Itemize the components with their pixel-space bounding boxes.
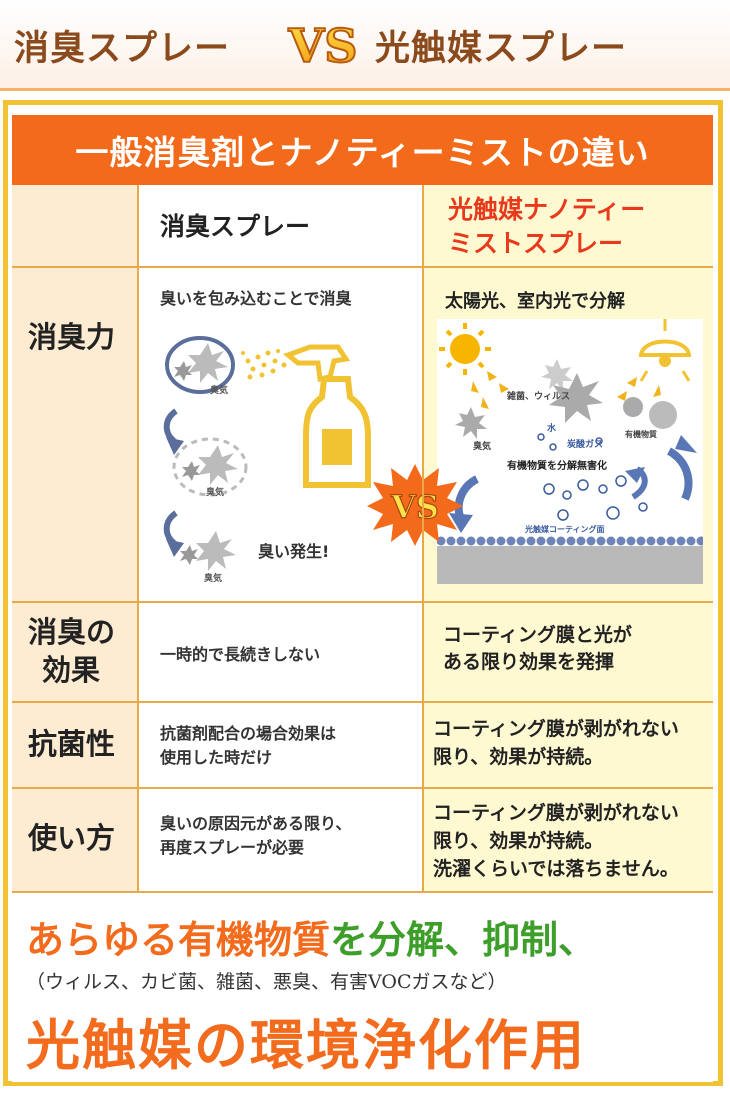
bottom-line1-green: を分解、抑制、 — [330, 917, 597, 962]
row2-right-cell: コーティング膜と光が ある限り効果を発揮 — [423, 602, 713, 702]
row4-right-cell: コーティング膜が剥がれない 限り、効果が持続。 洗濯くらいでは落ちません。 — [423, 788, 713, 892]
bottom-callout: あらゆる有機物質を分解、抑制、 （ウィルス、カビ菌、雑菌、悪臭、有害VOCガスな… — [12, 897, 713, 1082]
bottom-line3: 光触媒の環境浄化作用 — [26, 1013, 586, 1077]
banner-left-title: 消臭スプレー — [14, 29, 231, 69]
row2-label-cell: 消臭の 効果 — [12, 602, 138, 702]
organic-label: 有機物質 — [625, 429, 657, 439]
top-banner: 消臭スプレー VS 光触媒スプレー — [0, 0, 730, 88]
header-label-cell — [12, 185, 138, 267]
spray-illustration: 臭気 臭気 臭気 臭い発生! — [163, 336, 371, 584]
odor-label-1: 臭気 — [210, 384, 228, 396]
bottom-line1: あらゆる有機物質を分解、抑制、 — [26, 909, 596, 964]
row3-label: 抗菌性 — [28, 727, 116, 761]
row4-mid-1: 臭いの原因元がある限り、 — [160, 814, 352, 833]
grid-hline-1 — [12, 266, 713, 268]
decompose-label: 有機物質を分解無害化 — [507, 459, 607, 472]
row1-right-cell: 太陽光、室内光で分解 — [423, 267, 713, 602]
row4-label-cell: 使い方 — [12, 788, 138, 892]
lamp-icon — [638, 319, 692, 382]
grid-hline-5 — [12, 891, 713, 893]
banner-right-title: 光触媒スプレー — [375, 29, 628, 69]
row1-label-cell: 消臭力 — [12, 267, 138, 602]
col-right-title-2: ミストスプレー — [448, 229, 624, 258]
banner-divider — [0, 88, 730, 91]
col-mid-title: 消臭スプレー — [160, 212, 311, 241]
odor-label-2: 臭気 — [206, 486, 224, 498]
row4-right-3: 洗濯くらいでは落ちません。 — [433, 858, 679, 880]
banner-vs-text: VS — [288, 19, 358, 73]
center-vs-icon: VS — [367, 464, 463, 546]
row3-mid-1: 抗菌剤配合の場合効果は — [160, 724, 337, 743]
bottom-line2: （ウィルス、カビ菌、雑菌、悪臭、有害VOCガスなど） — [26, 971, 507, 993]
row2-right-1: コーティング膜と光が — [443, 624, 632, 646]
odor-label-3: 臭気 — [204, 572, 222, 584]
center-vs-text: VS — [390, 488, 439, 526]
row2-label-2: 効果 — [42, 653, 101, 687]
photocatalyst-illustration: 雑菌、ウィルス 有機物質 臭気 水 炭酸ガス 有機物質を分解無害化 光触媒コーテ… — [437, 319, 703, 584]
grid-vline-2 — [422, 185, 424, 892]
vs-badge-icon: VS — [287, 18, 358, 74]
odor-again-text: 臭い発生! — [258, 542, 329, 561]
row4-mid-cell: 臭いの原因元がある限り、 再度スプレーが必要 — [138, 788, 423, 892]
grid-hline-3 — [12, 701, 713, 703]
row1-mid-text: 臭いを包み込むことで消臭 — [160, 289, 352, 308]
row2-mid-cell: 一時的で長続きしない — [138, 602, 423, 702]
water-label: 水 — [547, 422, 557, 434]
row4-right-1: コーティング膜が剥がれない — [433, 802, 679, 824]
row4-mid-2: 再度スプレーが必要 — [160, 838, 305, 857]
col-right-title-1: 光触媒ナノティー — [448, 195, 646, 224]
header-right-cell: 光触媒ナノティー ミストスプレー — [423, 185, 713, 267]
header-mid-cell: 消臭スプレー — [138, 185, 423, 267]
row3-mid-cell: 抗菌剤配合の場合効果は 使用した時だけ — [138, 702, 423, 788]
row2-label-1: 消臭の — [28, 615, 116, 649]
co2-label: 炭酸ガス — [567, 438, 603, 450]
row1-label: 消臭力 — [28, 320, 116, 354]
row3-right-2: 限り、効果が持続。 — [433, 746, 604, 768]
row4-label: 使い方 — [28, 821, 116, 855]
grid-hline-4 — [12, 787, 713, 789]
row4-right-2: 限り、効果が持続。 — [433, 830, 604, 852]
sun-icon — [439, 323, 491, 375]
row2-mid-text: 一時的で長続きしない — [160, 645, 321, 664]
row2-right-2: ある限り効果を発揮 — [443, 651, 615, 673]
odor-label-right: 臭気 — [473, 440, 491, 452]
row3-right-1: コーティング膜が剥がれない — [433, 718, 679, 740]
row1-mid-cell: 臭いを包み込むことで消臭 臭気 臭気 臭気 臭い発生! — [138, 267, 423, 602]
row3-label-cell: 抗菌性 — [12, 702, 138, 788]
row3-right-cell: コーティング膜が剥がれない 限り、効果が持続。 — [423, 702, 713, 788]
bottom-line1-orange: あらゆる有機物質 — [26, 917, 331, 962]
grid-hline-2 — [12, 601, 713, 603]
coating-label: 光触媒コーティング面 — [524, 524, 605, 534]
germs-label: 雑菌、ウィルス — [506, 390, 570, 402]
table-header: 一般消臭剤とナノティーミストの違い — [12, 115, 713, 185]
row3-mid-2: 使用した時だけ — [160, 748, 273, 767]
grid-vline-1 — [137, 185, 139, 892]
row1-right-text: 太陽光、室内光で分解 — [445, 291, 625, 312]
